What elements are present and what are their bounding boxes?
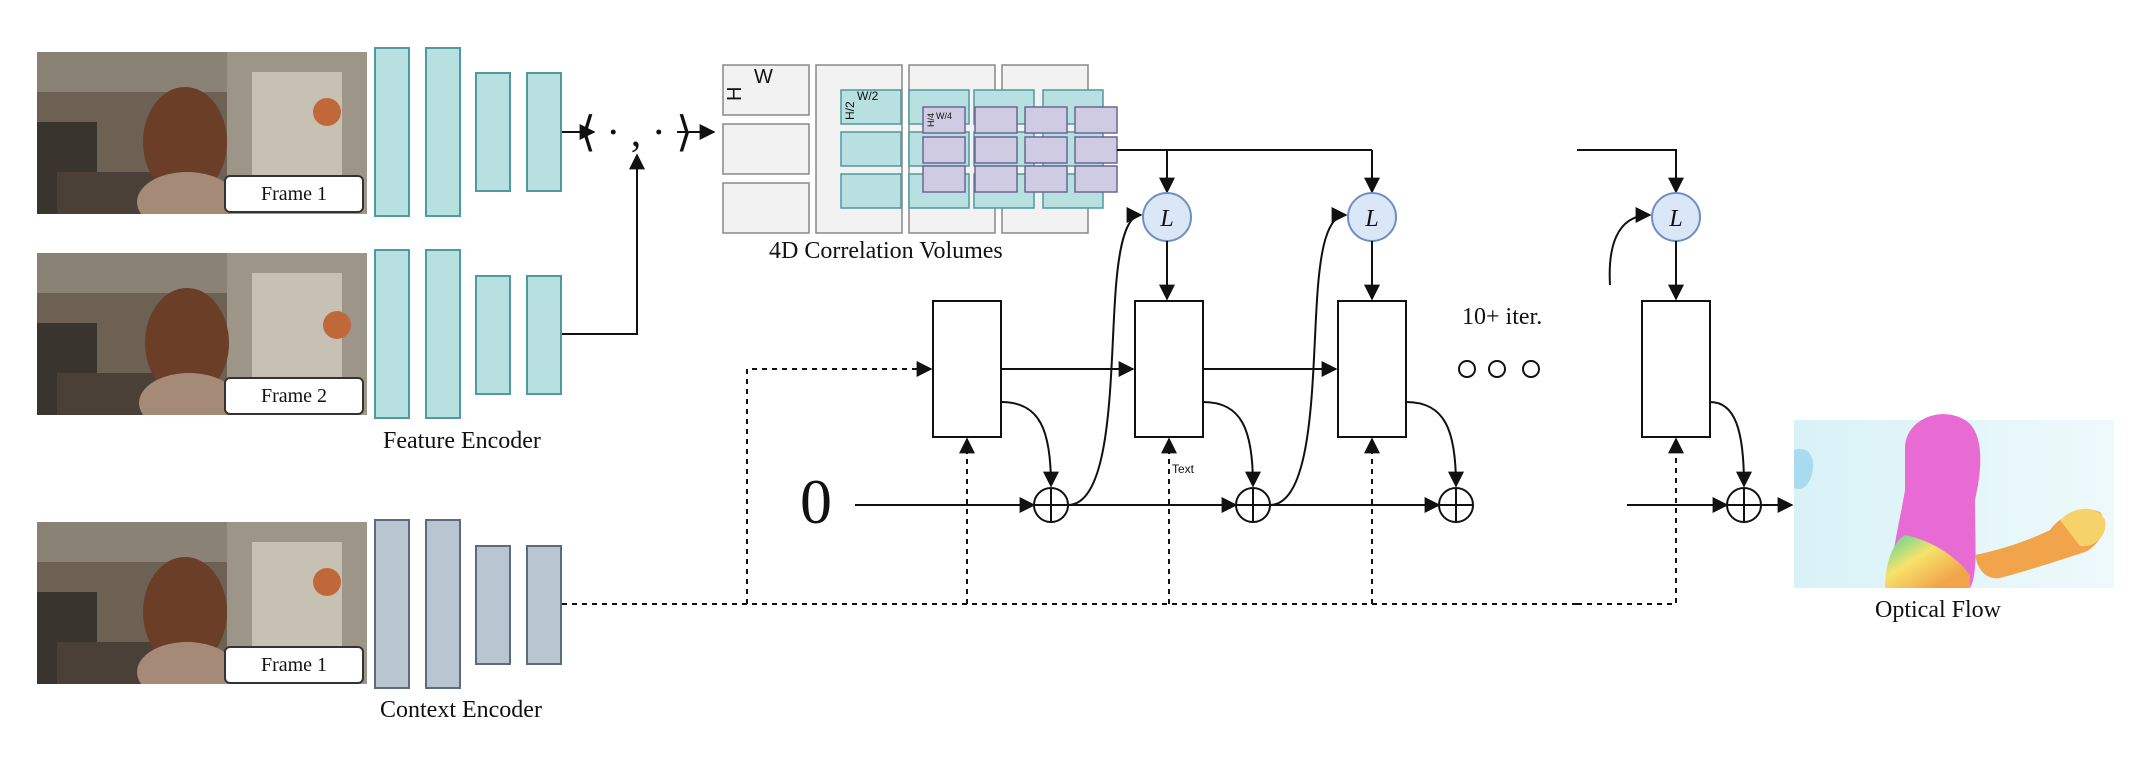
optical-flow-caption: Optical Flow <box>1875 597 2001 623</box>
sum-node-2 <box>1235 487 1271 523</box>
arrow-update1-to-sum1 <box>1000 401 1059 488</box>
arrow-corr-to-L3 <box>1577 149 1684 194</box>
context-dotted-paths <box>562 361 1684 605</box>
feature-encoder-1 <box>374 47 562 217</box>
arrow-update3-to-sum3 <box>1405 401 1464 488</box>
lookup-label-2: L <box>1364 206 1378 232</box>
lookup-label-1: L <box>1159 206 1173 232</box>
correlation-volumes: W H W/2 H/2 W/4 H/4 <box>722 64 1118 234</box>
arrow-feat2-to-corr <box>562 153 645 335</box>
arrow-sum2-to-L3 <box>1269 207 1348 506</box>
arrow-into-L4 <box>1608 207 1652 286</box>
correlation-caption: 4D Correlation Volumes <box>769 238 1003 264</box>
update-block-3 <box>1337 300 1407 438</box>
vol-label-h2: H/2 <box>843 101 857 120</box>
zero-initial-flow: 0 <box>800 466 832 537</box>
frame-1-image <box>37 52 367 214</box>
feature-encoder-caption: Feature Encoder <box>383 428 541 454</box>
inner-product-symbol: ⟨ · , · ⟩ <box>579 110 692 156</box>
lookup-node-3: L <box>1651 192 1701 242</box>
update-block-4 <box>1641 300 1711 438</box>
iteration-ellipsis <box>1458 360 1540 378</box>
arrow-update4-to-sum4 <box>1709 401 1752 488</box>
lookup-label-3: L <box>1668 206 1682 232</box>
sum-node-1 <box>1033 487 1069 523</box>
iterations-caption: 10+ iter. <box>1462 304 1543 330</box>
sum-node-3 <box>1438 487 1474 523</box>
feature-encoder-2 <box>374 249 562 419</box>
frame-1-label: Frame 1 <box>224 175 364 213</box>
arrow-update2-to-sum2 <box>1202 401 1261 488</box>
arrow-sum1-to-L2 <box>1067 207 1143 506</box>
update-block-2 <box>1134 300 1204 438</box>
update-block-1 <box>932 300 1002 438</box>
vol-label-w: W <box>754 66 773 88</box>
frame-3-label: Frame 1 <box>224 646 364 684</box>
sum-node-4 <box>1726 487 1762 523</box>
vol-label-h: H <box>724 87 746 101</box>
vol-label-h4: H/4 <box>926 113 936 127</box>
lookup-node-1: L <box>1142 192 1192 242</box>
frame-1-scene <box>37 52 367 214</box>
optical-flow-image <box>1794 414 2114 588</box>
lookup-node-2: L <box>1347 192 1397 242</box>
vol-label-w4: W/4 <box>936 111 952 121</box>
context-encoder <box>374 519 562 689</box>
context-encoder-caption: Context Encoder <box>380 697 542 723</box>
text-label: Text <box>1172 462 1195 476</box>
vol-label-w2: W/2 <box>857 89 879 103</box>
frame-2-label: Frame 2 <box>224 377 364 415</box>
